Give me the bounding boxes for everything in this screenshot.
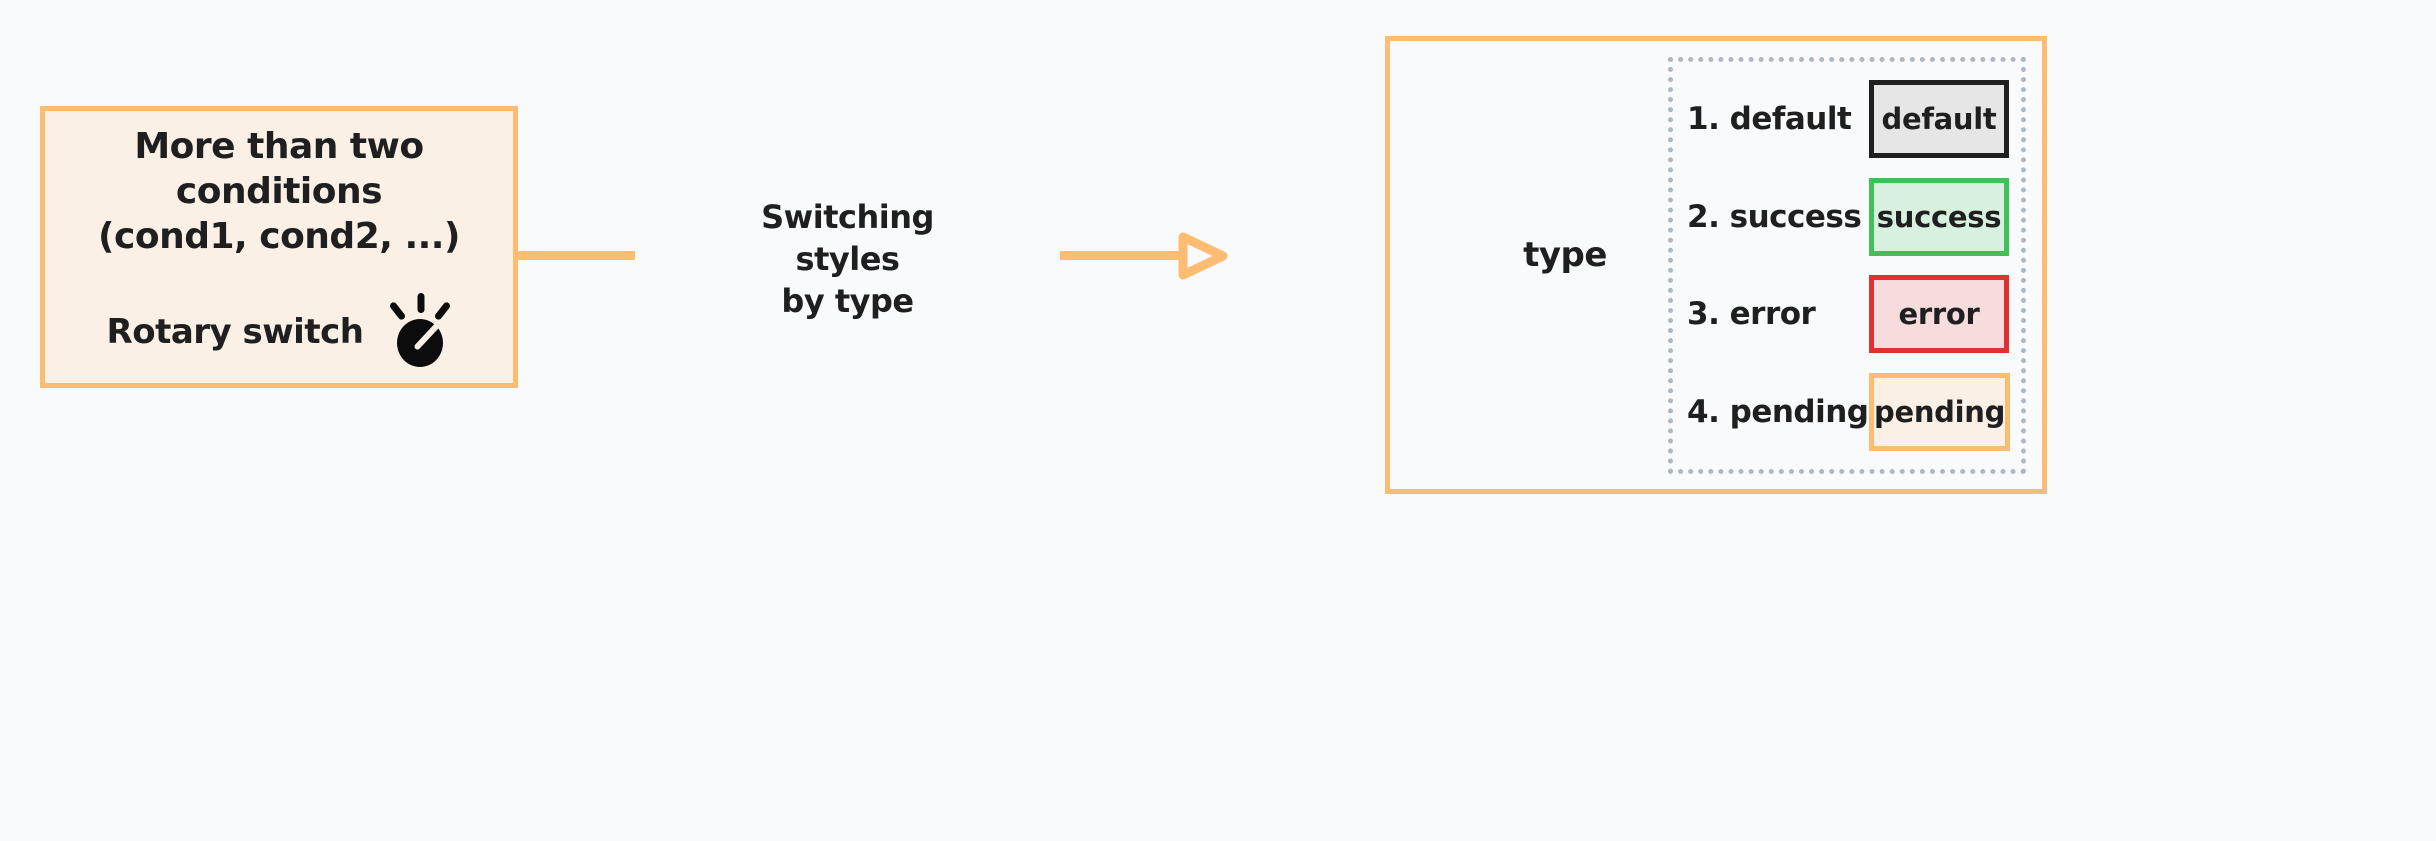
status-badge-success: success xyxy=(1869,177,2009,256)
connector-line-right xyxy=(1060,251,1180,260)
type-options-group: 1. default default 2. success success 3.… xyxy=(1668,57,2026,474)
status-badge-default: default xyxy=(1869,79,2009,158)
source-box-title: More than two conditions (cond1, cond2, … xyxy=(98,125,460,257)
target-box-title: type xyxy=(1523,235,1607,275)
type-option-row[interactable]: 2. success success xyxy=(1673,168,2021,266)
type-option-row[interactable]: 4. pending pending xyxy=(1673,363,2021,461)
source-condition-box: More than two conditions (cond1, cond2, … xyxy=(40,106,518,388)
type-option-label: 3. error xyxy=(1687,296,1816,333)
type-option-row[interactable]: 1. default default xyxy=(1673,70,2021,168)
status-badge-pending: pending xyxy=(1869,373,2011,452)
type-option-label: 2. success xyxy=(1687,198,1862,235)
connector-label: Switching styles by type xyxy=(761,198,934,321)
connector-line-left xyxy=(518,251,635,260)
source-box-subtitle-row: Rotary switch xyxy=(106,292,452,371)
rotary-knob-icon xyxy=(389,292,451,371)
type-option-label: 1. default xyxy=(1687,100,1852,137)
source-box-subtitle: Rotary switch xyxy=(106,311,364,352)
type-option-row[interactable]: 3. error error xyxy=(1673,266,2021,364)
status-badge-error: error xyxy=(1869,275,2009,354)
type-option-label: 4. pending xyxy=(1687,394,1869,431)
